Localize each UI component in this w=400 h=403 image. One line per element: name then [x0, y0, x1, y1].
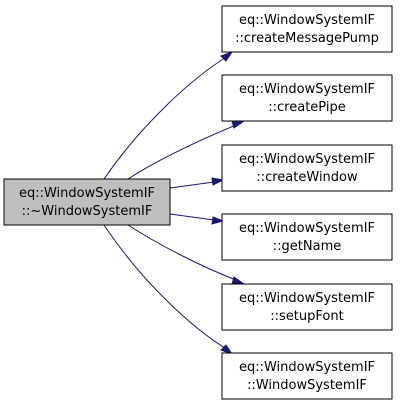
target-node-line1: eq::WindowSystemIF [239, 360, 375, 375]
edge-to-createMessagePump [103, 51, 234, 180]
target-node-line2: ::WindowSystemIF [247, 378, 367, 393]
target-node-line2: ::createWindow [256, 170, 358, 185]
source-node-line2: ::~WindowSystemIF [22, 204, 153, 219]
target-node-createPipe[interactable]: eq::WindowSystemIF ::createPipe [221, 74, 393, 122]
target-node-line1: eq::WindowSystemIF [239, 13, 375, 28]
target-node-line2: ::createPipe [268, 100, 345, 115]
target-node-line1: eq::WindowSystemIF [239, 82, 375, 97]
call-edges [103, 51, 246, 355]
target-node-WindowSystemIF[interactable]: eq::WindowSystemIF ::WindowSystemIF [221, 352, 393, 400]
edge-to-createWindow [169, 177, 225, 189]
target-node-line1: eq::WindowSystemIF [239, 291, 375, 306]
edge-to-getName [169, 213, 225, 225]
target-node-createMessagePump[interactable]: eq::WindowSystemIF ::createMessagePump [221, 5, 393, 53]
target-node-line2: ::createMessagePump [235, 31, 379, 46]
target-node-createWindow[interactable]: eq::WindowSystemIF ::createWindow [221, 144, 393, 192]
source-node-destructor[interactable]: eq::WindowSystemIF ::~WindowSystemIF [3, 178, 171, 226]
target-node-line1: eq::WindowSystemIF [239, 221, 375, 236]
target-node-line2: ::setupFont [270, 309, 343, 324]
target-node-getName[interactable]: eq::WindowSystemIF ::getName [221, 213, 393, 261]
target-node-line2: ::getName [273, 239, 341, 254]
source-node-line1: eq::WindowSystemIF [19, 186, 155, 201]
edge-to-WindowSystemIF [103, 224, 234, 355]
target-node-line1: eq::WindowSystemIF [239, 152, 375, 167]
target-node-setupFont[interactable]: eq::WindowSystemIF ::setupFont [221, 283, 393, 331]
